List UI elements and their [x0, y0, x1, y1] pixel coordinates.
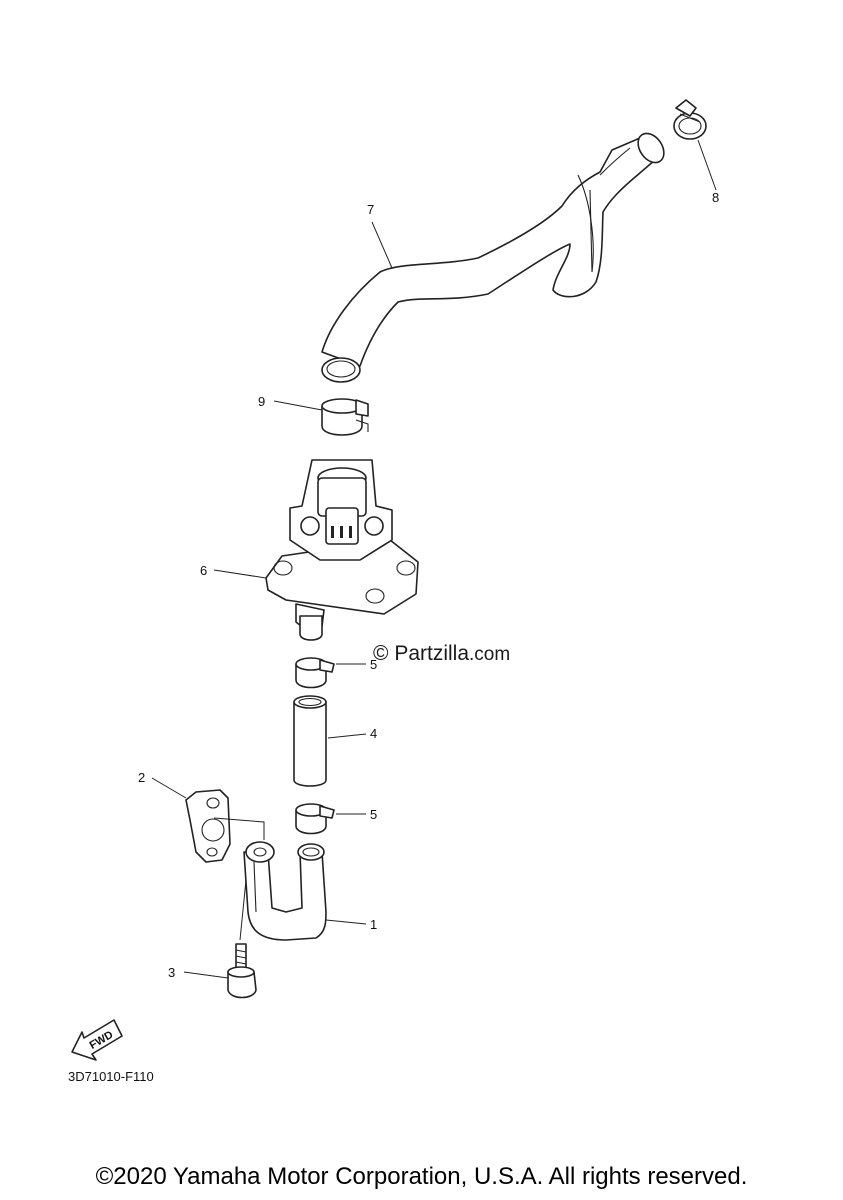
part-4-hose[interactable]: [293, 695, 327, 787]
callout-5-lower: 5: [370, 807, 377, 822]
part-6-air-cut-valve[interactable]: [265, 459, 419, 641]
copyright-notice: ©2020 Yamaha Motor Corporation, U.S.A. A…: [95, 1163, 748, 1190]
fwd-arrow-icon: FWD: [71, 1019, 123, 1061]
callout-7: 7: [367, 202, 374, 217]
assembly-lines: [213, 817, 265, 941]
watermark-copyright-symbol: ©: [373, 642, 389, 665]
callout-8: 8: [712, 190, 719, 205]
part-5-clamp-lower[interactable]: [295, 803, 335, 835]
callout-3: 3: [168, 965, 175, 980]
watermark-domain: .com: [469, 644, 511, 665]
part-5-clamp-upper[interactable]: [295, 657, 335, 689]
callout-5-upper: 5: [370, 657, 377, 672]
callout-2: 2: [138, 770, 145, 785]
callout-9: 9: [258, 394, 265, 409]
part-8-clamp[interactable]: [673, 99, 707, 140]
callout-6: 6: [200, 563, 207, 578]
part-3-bolt[interactable]: [227, 943, 257, 999]
part-7-air-hose[interactable]: [321, 129, 669, 383]
part-2-gasket[interactable]: [185, 789, 231, 863]
part-1-pipe[interactable]: [243, 841, 327, 941]
part-9-clamp[interactable]: [321, 398, 369, 436]
leader-lines: [151, 139, 717, 979]
partzilla-watermark: © Partzilla.com: [373, 642, 510, 666]
callout-1: 1: [370, 917, 377, 932]
diagram-code: 3D71010-F110: [68, 1069, 154, 1084]
callout-4: 4: [370, 726, 377, 741]
watermark-name: Partzilla: [394, 642, 470, 665]
